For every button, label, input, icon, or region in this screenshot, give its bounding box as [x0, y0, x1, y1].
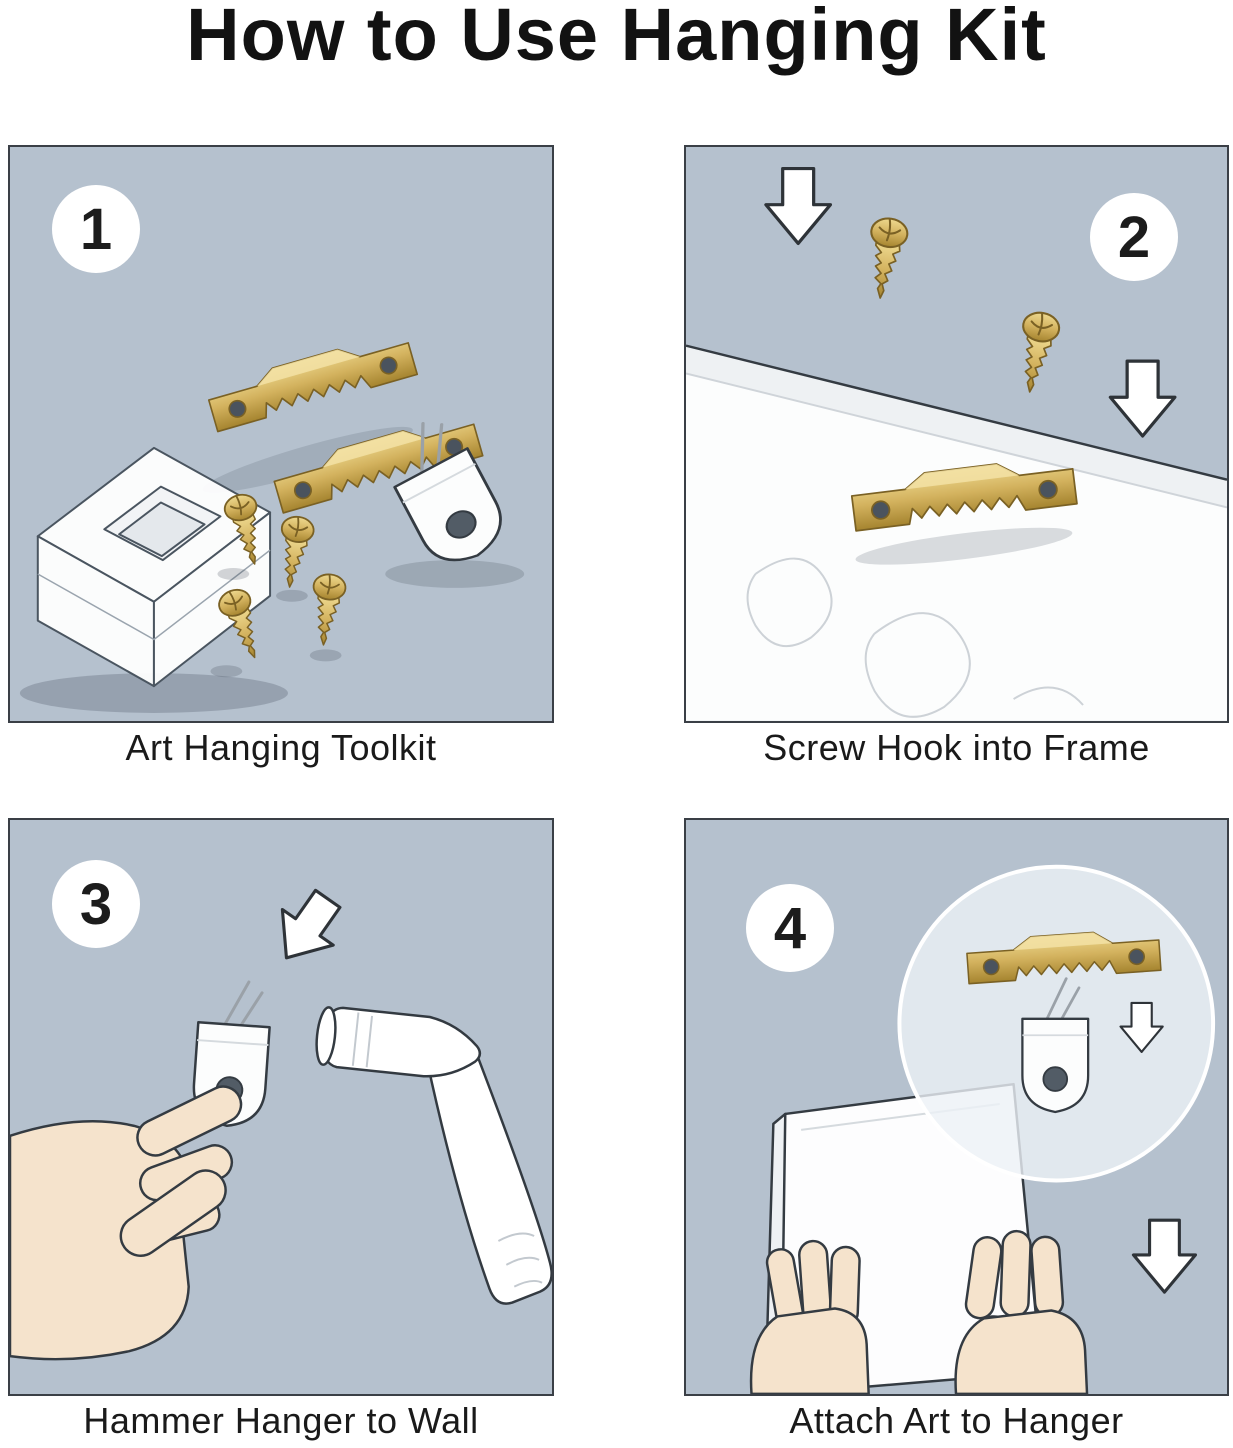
right-hand-icon: [954, 1229, 1089, 1394]
screw-icon: [210, 584, 271, 678]
step-number-badge: 4: [746, 884, 834, 972]
hammer-icon: [315, 1006, 552, 1305]
step-panel-4: 4: [684, 818, 1229, 1396]
frame-board: [686, 344, 1227, 721]
step-number: 2: [1117, 204, 1151, 270]
step-panel-3: 3: [8, 818, 554, 1396]
screw-icon: [1010, 308, 1063, 397]
step-1-illustration: [19, 329, 525, 713]
left-hand-icon: [749, 1239, 870, 1394]
down-arrow-icon: [1131, 1218, 1198, 1294]
step-panel-2: 2: [684, 145, 1229, 723]
storage-box-icon: [36, 446, 272, 688]
step-number: 4: [773, 895, 807, 961]
step-panel-1: 1: [8, 145, 554, 723]
step-caption-4: Attach Art to Hanger: [789, 1400, 1124, 1441]
step-caption-3: Hammer Hanger to Wall: [83, 1400, 479, 1441]
step-number-badge: 3: [52, 860, 140, 948]
screw-icon: [272, 513, 317, 602]
step-number-badge: 2: [1090, 193, 1178, 281]
step-number: 1: [79, 196, 113, 262]
step-number: 3: [79, 871, 113, 937]
step-caption-2: Screw Hook into Frame: [763, 727, 1150, 768]
screw-icon: [306, 571, 348, 662]
wall-hook-icon: [372, 409, 525, 588]
sawtooth-hanger-icon: [204, 329, 419, 433]
down-arrow-icon: [259, 879, 355, 978]
step-caption-1: Art Hanging Toolkit: [125, 727, 437, 768]
step-number-badge: 1: [52, 185, 140, 273]
page-title: How to Use Hanging Kit: [186, 0, 1047, 76]
step-4-illustration: [749, 864, 1216, 1394]
step-3-illustration: [10, 879, 552, 1361]
hand-fingers: [119, 1085, 243, 1257]
screw-icon: [217, 490, 272, 580]
screw-icon: [861, 215, 911, 302]
down-arrow-icon: [764, 166, 833, 246]
step-2-illustration: [686, 166, 1227, 721]
down-arrow-icon: [1108, 359, 1177, 438]
